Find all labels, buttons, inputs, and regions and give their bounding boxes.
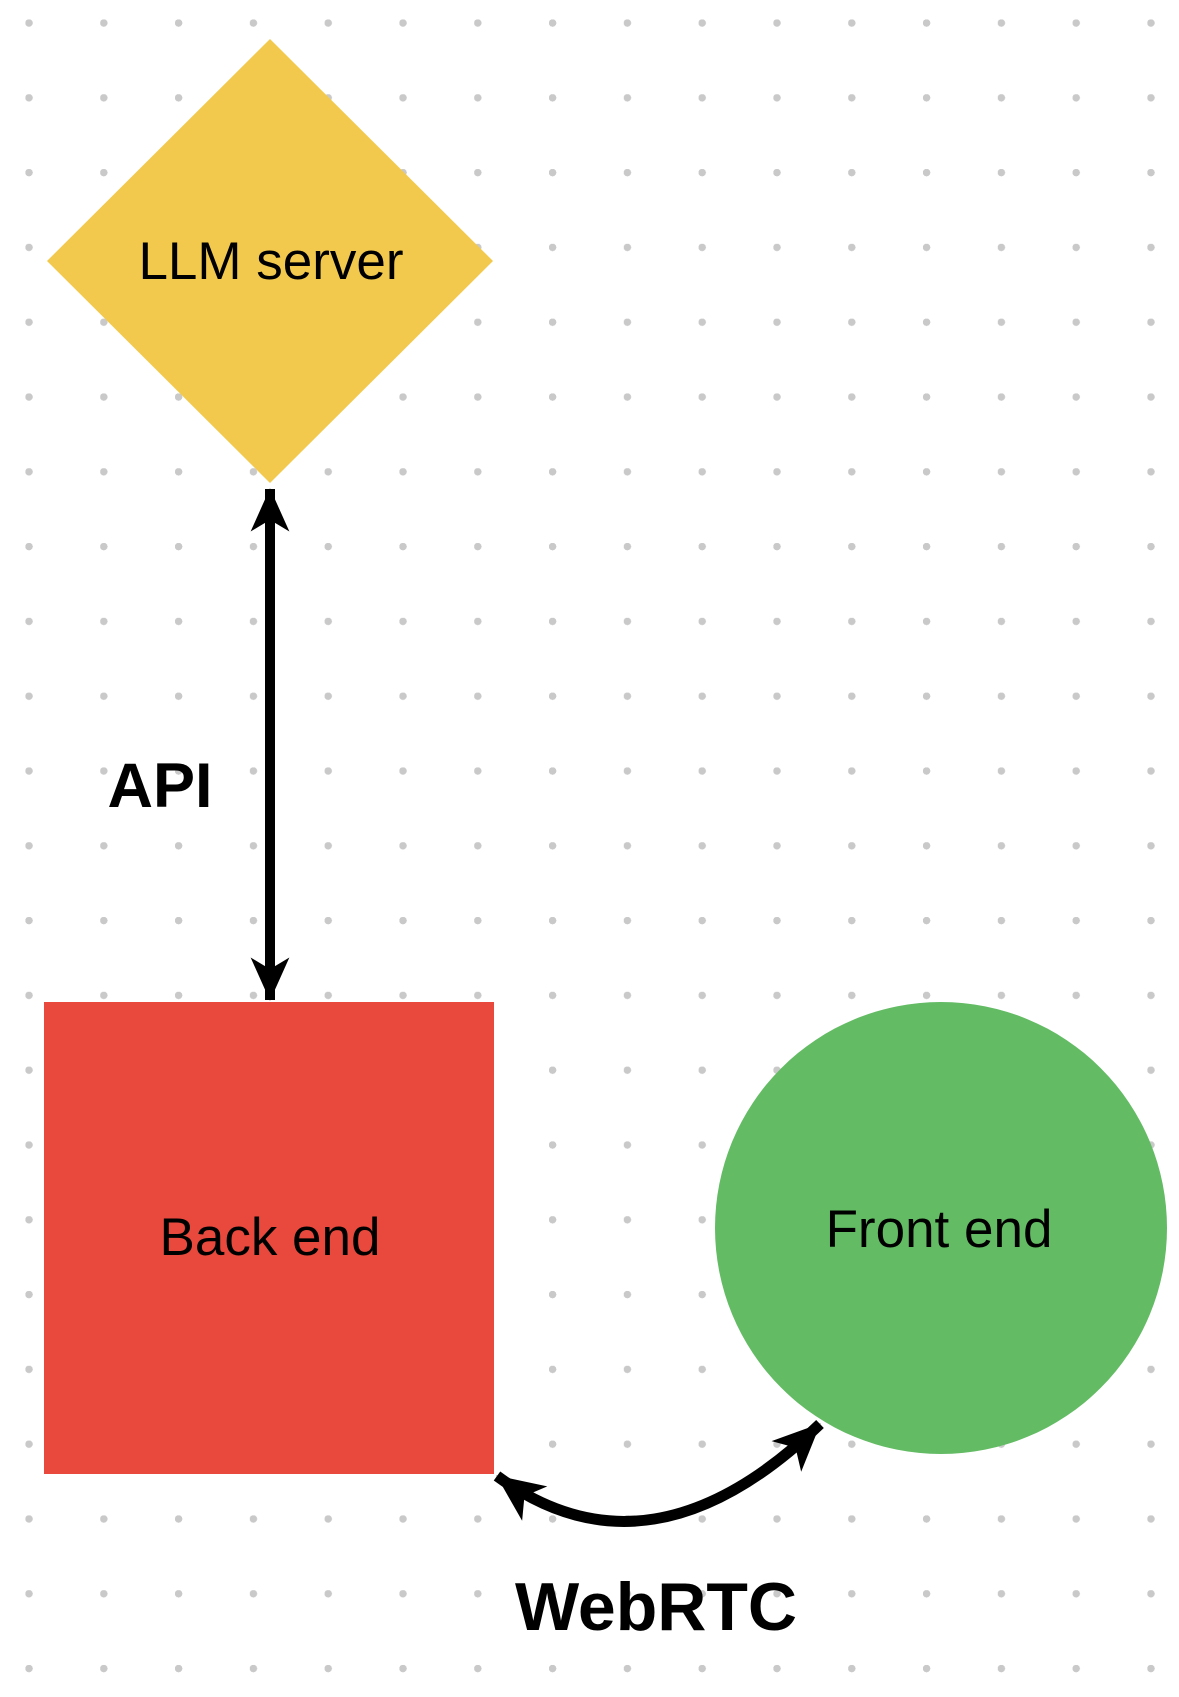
llm-server-node[interactable] bbox=[47, 39, 493, 483]
webrtc-edge-label[interactable]: WebRTC bbox=[515, 1569, 797, 1645]
webrtc-edge-arrow[interactable] bbox=[493, 1420, 824, 1527]
back-end-label: Back end bbox=[160, 1208, 381, 1267]
llm-server-label: LLM server bbox=[138, 232, 403, 291]
back-end-node[interactable] bbox=[44, 1002, 494, 1474]
front-end-node[interactable] bbox=[715, 1002, 1167, 1454]
api-edge-label[interactable]: API bbox=[107, 751, 212, 821]
front-end-label: Front end bbox=[826, 1200, 1053, 1259]
